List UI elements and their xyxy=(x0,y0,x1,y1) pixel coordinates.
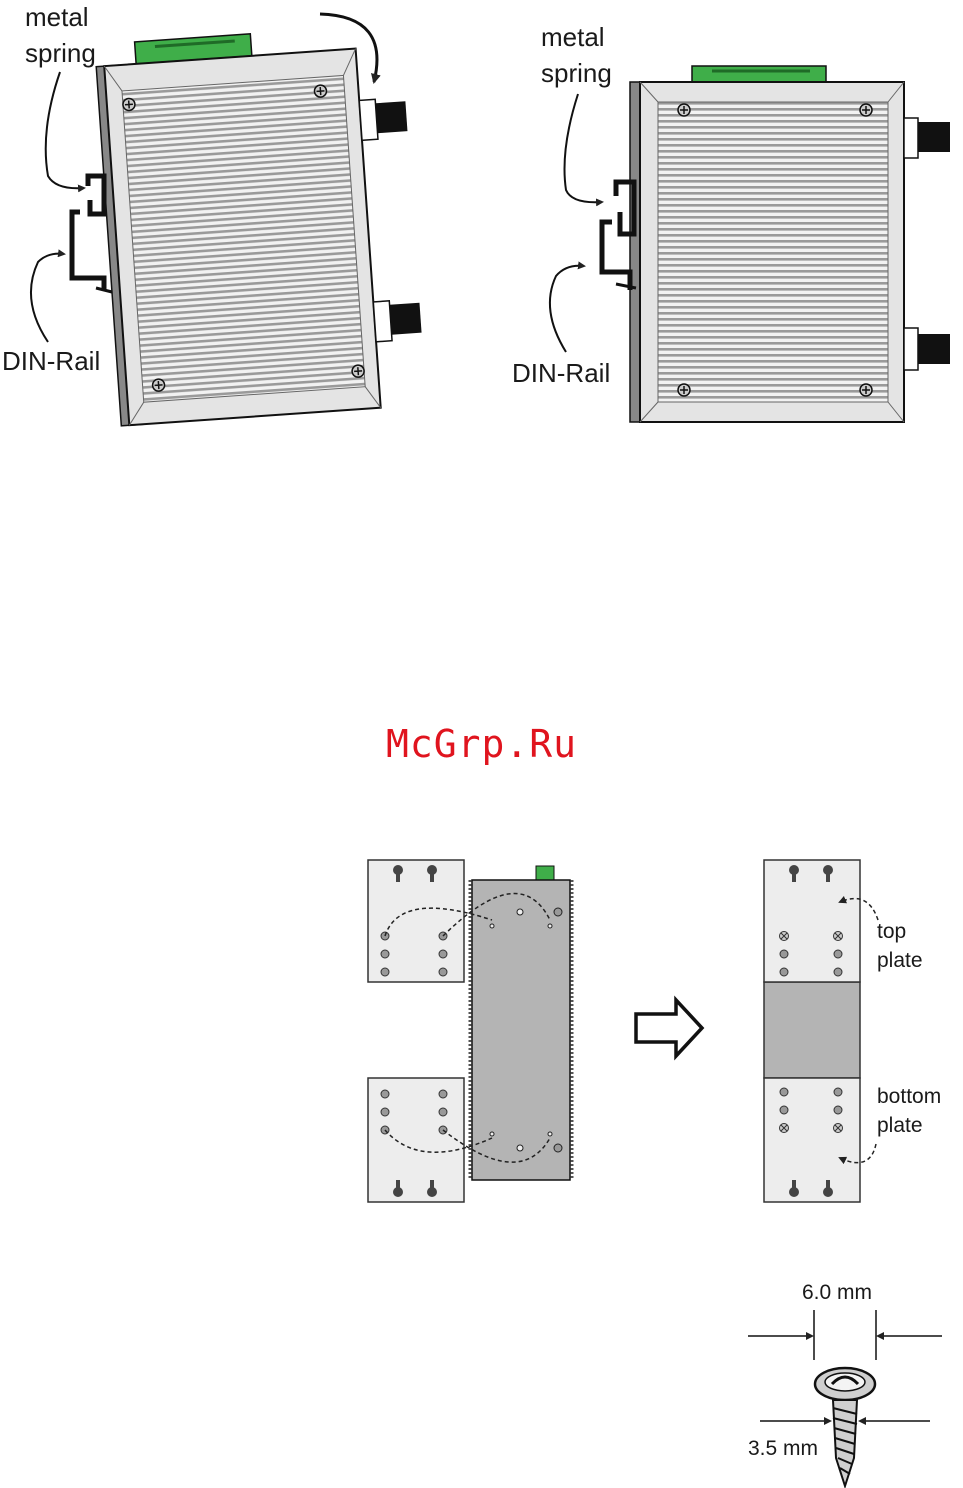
rail-pointer-icon xyxy=(550,266,584,352)
connector-icon xyxy=(359,97,408,140)
connector-icon xyxy=(904,118,950,158)
metal-spring-label: spring xyxy=(541,58,612,88)
din-rail-clip-icon xyxy=(72,176,112,292)
connector-icon xyxy=(904,328,950,370)
bottom-plate-label: plate xyxy=(877,1114,923,1137)
screw-icon xyxy=(152,379,165,392)
din-rail-install-upright: metal spring DIN-Rail xyxy=(512,22,950,422)
top-plate-label: top xyxy=(877,920,906,943)
din-rail-label: DIN-Rail xyxy=(512,358,610,388)
top-plate-attached xyxy=(764,860,860,982)
wall-screw-icon xyxy=(815,1368,875,1486)
metal-spring-label: metal xyxy=(541,22,605,52)
head-diameter-label: 6.0 mm xyxy=(802,1281,872,1304)
wall-mount-before xyxy=(368,860,572,1202)
screw-icon xyxy=(860,104,872,116)
din-rail-label: DIN-Rail xyxy=(2,346,100,376)
rail-pointer-icon xyxy=(31,254,64,342)
bottom-plate-label: bottom xyxy=(877,1085,941,1108)
next-step-arrow-icon xyxy=(636,1000,702,1056)
top-plate-detached xyxy=(368,860,464,982)
spring-pointer-icon xyxy=(46,72,84,188)
connector-icon xyxy=(373,299,422,342)
watermark-text: McGrp.Ru xyxy=(0,722,963,766)
din-rail-install-tilted: metal spring DIN-Rail xyxy=(2,2,427,426)
metal-spring-label: spring xyxy=(25,38,96,68)
shank-diameter-label: 3.5 mm xyxy=(748,1437,818,1460)
screw-icon xyxy=(678,104,690,116)
heat-fins xyxy=(122,75,365,402)
bottom-plate-detached xyxy=(368,1078,464,1202)
top-plate-label: plate xyxy=(877,949,923,972)
spring-pointer-icon xyxy=(565,94,603,202)
metal-spring-label: metal xyxy=(25,2,89,32)
screw-spec-figure: 6.0 mm 3.5 mm xyxy=(748,1281,942,1486)
screw-icon xyxy=(123,98,136,111)
screw-icon xyxy=(314,85,327,98)
device-side-view xyxy=(472,880,570,1180)
wall-mount-after: top plate bottom plate xyxy=(764,860,941,1202)
bottom-plate-attached xyxy=(764,1078,860,1202)
heat-fins xyxy=(658,102,888,402)
screw-icon xyxy=(678,384,690,396)
screw-icon xyxy=(860,384,872,396)
screw-icon xyxy=(352,365,365,378)
